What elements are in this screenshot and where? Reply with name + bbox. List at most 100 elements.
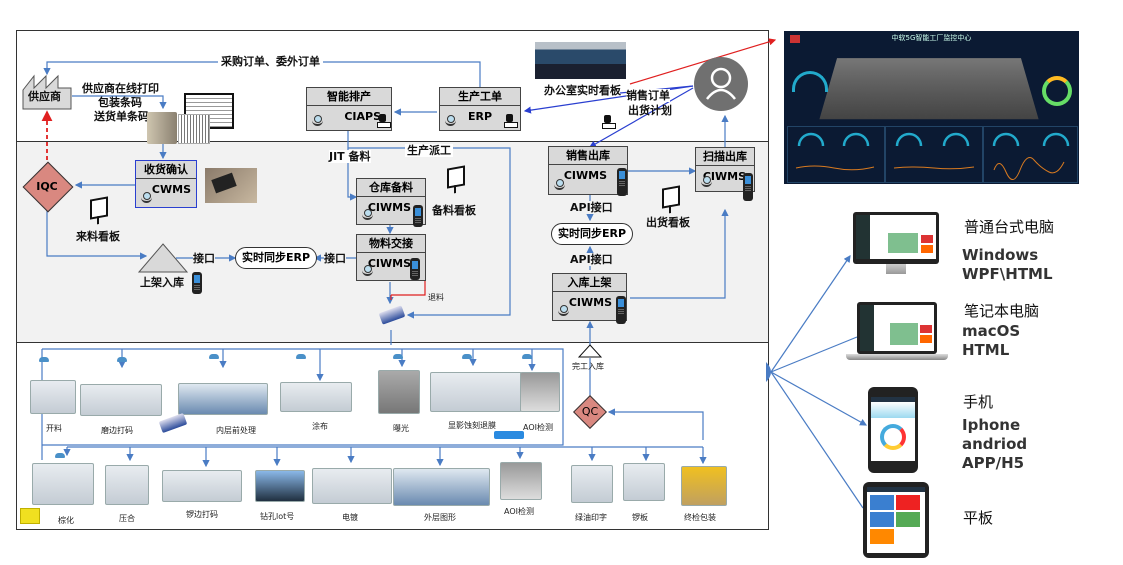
wifi-icon [522, 354, 532, 359]
pda-icon [616, 296, 626, 324]
step-label: 开料 [46, 424, 62, 433]
qc-label: QC [581, 405, 599, 418]
desktop-label: 普通台式电脑 [964, 218, 1055, 236]
sales-outbound-system: CIWMS [563, 169, 607, 182]
warehouse-prep-title: 仓库备料 [357, 179, 425, 197]
receiving-title: 收货确认 [136, 161, 196, 179]
workstation-icon [377, 114, 391, 128]
machine-final-pack [681, 466, 727, 506]
wifi-icon [117, 357, 127, 362]
laptop-platform-2: HTML [962, 341, 1010, 359]
machine-outer-pattern [393, 468, 490, 506]
machine-routing-coding [162, 470, 242, 502]
monitor-eye-icon [558, 305, 569, 316]
monitor-eye-icon [362, 209, 373, 220]
kanban-board-icon [662, 185, 680, 209]
machine-cutting [30, 380, 76, 414]
wifi-icon [296, 354, 306, 359]
handheld-scanner-icon [410, 258, 420, 280]
tablet-image [863, 482, 929, 558]
finished-inbound-triangle[interactable] [577, 343, 603, 358]
scan-outbound-title: 扫描出库 [696, 148, 754, 166]
handheld-scanner-icon [413, 205, 423, 227]
trend-lines [795, 132, 1070, 180]
phone-label: 手机 [963, 393, 994, 411]
desktop-platform-2: WPF\HTML [962, 265, 1053, 283]
sales-outbound-title: 销售出库 [549, 147, 627, 165]
machine-edging [80, 384, 162, 416]
workstation-icon [504, 114, 518, 128]
shipping-plan-label: 出货计划 [628, 104, 672, 117]
kanban-board-icon [447, 165, 465, 189]
monitor-eye-icon [701, 176, 712, 187]
machine-routing-board [623, 463, 665, 501]
office-board-image [535, 42, 626, 79]
laptop-image [857, 302, 937, 354]
step-label: 终检包装 [684, 513, 716, 522]
handheld-scanner-icon [192, 272, 202, 294]
interface-label-right: 接口 [324, 252, 346, 265]
return-material-label: 退料 [428, 293, 444, 303]
receiving-box[interactable]: 收货确认 CWMS [135, 160, 197, 208]
work-order-box[interactable]: 生产工单 ERP [439, 87, 521, 131]
machine-lamination [105, 465, 149, 505]
machine-drilling [255, 470, 305, 502]
finished-inbound-label: 完工入库 [572, 362, 604, 371]
supplier-print-label-3: 送货单条码 [94, 110, 149, 123]
dashboard-title: 中软5G智能工厂监控中心 [891, 34, 972, 42]
monitor-eye-icon [445, 115, 456, 126]
shelving-label: 上架入库 [140, 276, 184, 289]
material-handover-box[interactable]: 物料交接 CIWMS [356, 234, 426, 281]
incoming-board-label: 来料看板 [76, 230, 120, 243]
machine-coating [280, 382, 352, 412]
work-order-system: ERP [467, 110, 492, 123]
logo-icon [790, 35, 800, 43]
step-label: 涂布 [312, 422, 328, 431]
wifi-icon [39, 357, 49, 362]
supplier-print-label-1: 供应商在线打印 [82, 82, 159, 95]
wifi-icon [462, 354, 472, 359]
step-label: 磨边打码 [101, 426, 133, 435]
step-label: 锣板 [632, 513, 648, 522]
user-avatar[interactable] [694, 57, 748, 111]
desktop-platform-1: Windows [962, 246, 1039, 264]
laptop-platform-1: macOS [962, 322, 1021, 340]
gauge-icon [792, 71, 828, 92]
monitor-eye-icon [554, 179, 565, 190]
supplier-factory-icon [22, 74, 72, 110]
iqc-label: IQC [36, 180, 58, 193]
supplier-label: 供应商 [28, 90, 61, 103]
inbound-shelving-box[interactable]: 入库上架 CIWMS [552, 273, 627, 321]
sync-erp-right[interactable]: 实时同步ERP [551, 223, 633, 245]
sync-erp-left[interactable]: 实时同步ERP [235, 247, 317, 269]
wifi-icon [209, 354, 219, 359]
step-label: 棕化 [58, 516, 74, 525]
tablet-label: 平板 [963, 509, 994, 527]
pda-icon [617, 168, 627, 196]
step-label: 内层前处理 [216, 426, 256, 435]
sales-outbound-box[interactable]: 销售出库 CIWMS [548, 146, 628, 195]
phone-image [868, 387, 918, 473]
hub-icon [766, 362, 771, 382]
step-label: 钻孔lot号 [260, 512, 295, 521]
monitor-eye-icon [141, 192, 152, 203]
phone-platform-3: APP/H5 [962, 454, 1025, 472]
step-label: AOI检测 [504, 507, 534, 516]
prep-board-label: 备料看板 [432, 204, 476, 217]
scanner-photo [205, 168, 257, 203]
label-printer-image [147, 112, 177, 144]
gauge-panel-1 [787, 126, 885, 183]
barcode-label-image [178, 114, 210, 144]
machine-inner-pretreat [178, 383, 268, 415]
step-label: 压合 [119, 514, 135, 523]
supplier-print-label-2: 包装条码 [98, 96, 142, 109]
step-label: AOI检测 [523, 423, 553, 432]
wifi-icon [393, 354, 403, 359]
office-board-label: 办公室实时看板 [544, 84, 621, 97]
factory-3d-map [819, 58, 1039, 120]
scheduling-box[interactable]: 智能排产 CIAPS [306, 87, 392, 131]
scheduling-title: 智能排产 [307, 88, 391, 106]
shelving-triangle[interactable] [137, 243, 189, 273]
scan-outbound-system: CIWMS [702, 170, 746, 183]
gauge-panel-2 [885, 126, 983, 183]
